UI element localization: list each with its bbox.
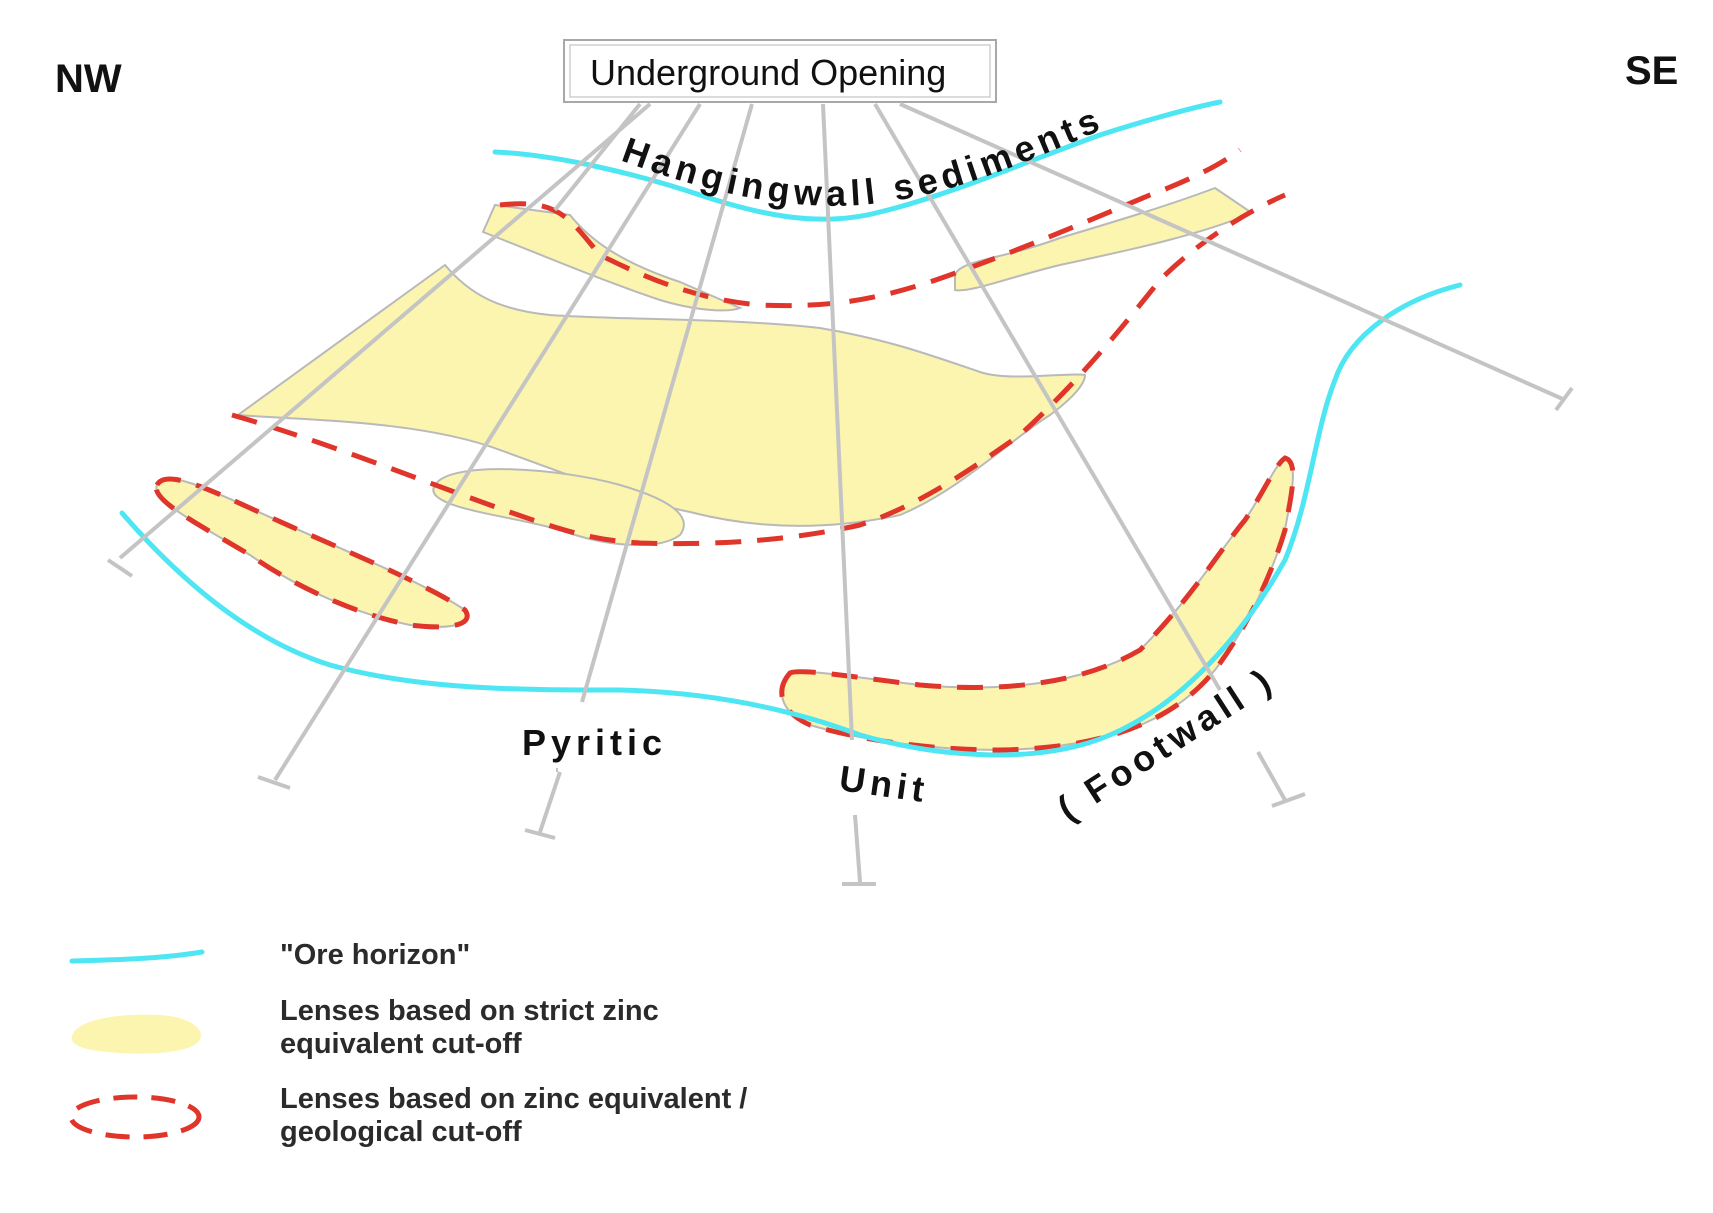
drillhole-2: [257, 102, 702, 790]
lens-central-small: [432, 468, 685, 546]
strict-cutoff-lenses: [155, 186, 1294, 752]
nw-direction-label: NW: [55, 57, 122, 101]
legend-label-geo-lens: Lenses based on zinc equivalent / geolog…: [280, 1083, 748, 1148]
legend-label-ore-horizon: "Ore horizon": [280, 939, 471, 971]
drillholes: [106, 102, 1574, 886]
ore-horizon-lines: [119, 99, 1463, 758]
drillhole-7: [553, 102, 642, 212]
underground-opening-label: Underground Opening: [590, 52, 946, 93]
geo-lens-swatch: [68, 1094, 202, 1140]
ore-horizon-swatch: [69, 949, 205, 964]
drillhole-3-tail: [524, 771, 562, 840]
legend-item-ore-horizon: "Ore horizon": [60, 935, 860, 985]
ore-horizon-upper: [492, 99, 1223, 222]
cutoff-west-lens: [153, 476, 470, 630]
pyritic-label: Pyritic: [522, 722, 667, 763]
drillhole-6: [899, 102, 1574, 412]
underground-opening: Underground Opening: [563, 39, 997, 103]
drillhole-5: [873, 102, 1306, 808]
lens-main-central: [235, 263, 1087, 527]
drillhole-3: [556, 103, 754, 772]
unit-label: Unit: [837, 757, 932, 810]
drillhole-4: [821, 103, 876, 886]
cutoff-main: [231, 192, 1286, 547]
ore-horizon-lower: [119, 282, 1463, 758]
legend-item-geo-lens: Lenses based on zinc equivalent / geolog…: [60, 1083, 860, 1153]
strict-lens-swatch: [71, 1014, 201, 1054]
legend-item-strict-lens: Lenses based on strict zinc equivalent c…: [60, 995, 860, 1065]
drillhole-1: [106, 102, 652, 578]
cutoff-upper: [499, 147, 1242, 309]
lens-west: [155, 477, 468, 628]
lens-hw-west: [481, 203, 743, 312]
geological-cutoff-lenses: [153, 147, 1296, 753]
se-direction-label: SE: [1625, 49, 1678, 93]
legend-label-strict-lens: Lenses based on strict zinc equivalent c…: [280, 995, 659, 1060]
cutoff-footwall-lens: [779, 455, 1296, 753]
